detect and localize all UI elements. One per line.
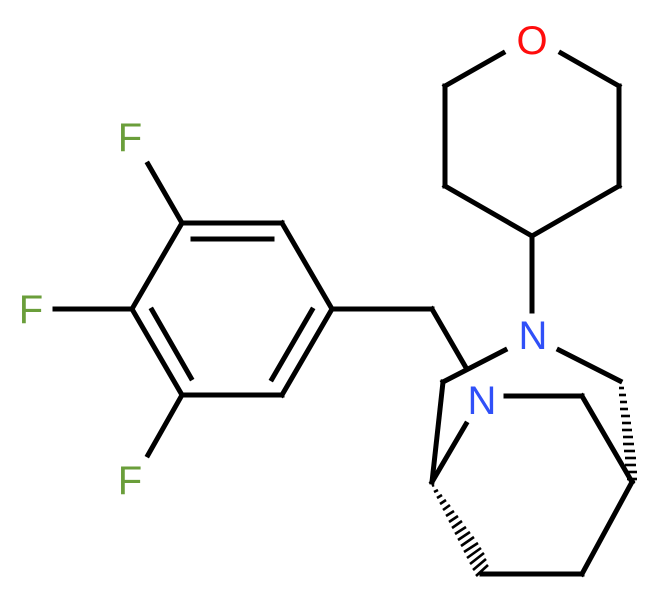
nitrogen-atom-label-1: N bbox=[519, 314, 548, 358]
oxygen-atom-label: O bbox=[516, 19, 547, 63]
fluorine-atom-label-2: F bbox=[19, 288, 43, 332]
fluorine-atom-label-1: F bbox=[118, 116, 142, 160]
fluorine-atom-label-3: F bbox=[118, 459, 142, 503]
trifluorophenyl-ring bbox=[52, 160, 469, 459]
oxane-ring bbox=[441, 49, 623, 314]
hashed-wedge-right bbox=[619, 379, 637, 481]
diazabicyclo-core bbox=[428, 346, 636, 578]
nitrogen-atom-label-2: N bbox=[468, 379, 497, 423]
hashed-wedge-left bbox=[431, 483, 489, 577]
